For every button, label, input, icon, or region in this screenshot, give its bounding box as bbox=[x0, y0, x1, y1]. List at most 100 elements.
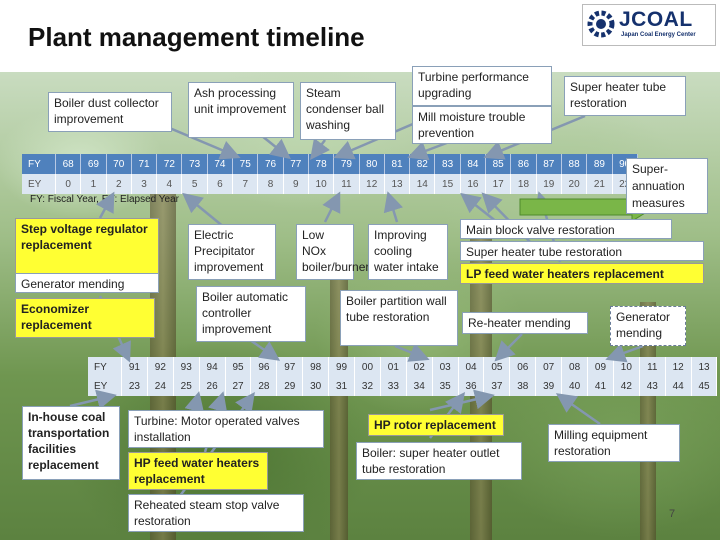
year-cell: 44 bbox=[665, 376, 692, 396]
boiler-dust-collector-box: Boiler dust collector improvement bbox=[48, 92, 172, 132]
year-cell: 5 bbox=[182, 174, 208, 194]
year-cell: 04 bbox=[458, 357, 485, 377]
year-cell: 80 bbox=[359, 154, 385, 174]
year-row-header: EY bbox=[88, 376, 122, 396]
step-voltage-box: Step voltage regulator replacement bbox=[15, 218, 159, 274]
year-cell: 20 bbox=[561, 174, 588, 194]
year-cell: 73 bbox=[182, 154, 208, 174]
year-cell: 6 bbox=[207, 174, 234, 194]
year-cell: 79 bbox=[334, 154, 360, 174]
year-cell: 76 bbox=[258, 154, 284, 174]
year-cell: 92 bbox=[147, 357, 174, 377]
year-cell: 69 bbox=[81, 154, 107, 174]
year-cell: 11 bbox=[334, 174, 360, 194]
inhouse-coal-box: In-house coal transportation facilities … bbox=[22, 406, 120, 480]
ash-processing-box: Ash processing unit improvement bbox=[188, 82, 294, 138]
year-cell: 9 bbox=[283, 174, 309, 194]
reheated-steam-box: Reheated steam stop valve restoration bbox=[128, 494, 304, 532]
hp-rotor-box: HP rotor replacement bbox=[368, 414, 504, 436]
super-heater-top-box: Super heater tube restoration bbox=[564, 76, 686, 116]
super-heater-mid-box: Super heater tube restoration bbox=[460, 241, 704, 261]
year-cell: 28 bbox=[251, 376, 278, 396]
year-cell: 84 bbox=[460, 154, 487, 174]
year-cell: 77 bbox=[283, 154, 309, 174]
year-cell: 82 bbox=[410, 154, 436, 174]
year-cell: 25 bbox=[173, 376, 200, 396]
electric-precipitator-box: Electric Precipitator improvement bbox=[188, 224, 276, 280]
year-cell: 26 bbox=[199, 376, 226, 396]
year-cell: 23 bbox=[122, 376, 148, 396]
year-row-header: EY bbox=[22, 174, 56, 194]
year-cell: 93 bbox=[173, 357, 200, 377]
logo-name: JCOAL bbox=[619, 8, 693, 31]
year-cell: 06 bbox=[510, 357, 537, 377]
steam-condenser-box: Steam condenser ball washing bbox=[300, 82, 396, 140]
year-cell: 8 bbox=[258, 174, 284, 194]
year-cell: 01 bbox=[380, 357, 407, 377]
year-cell: 70 bbox=[106, 154, 132, 174]
year-cell: 40 bbox=[562, 376, 589, 396]
year-cell: 12 bbox=[665, 357, 692, 377]
year-cell: 11 bbox=[639, 357, 666, 377]
year-cell: 2 bbox=[106, 174, 132, 194]
year-cell: 72 bbox=[157, 154, 183, 174]
year-cell: 7 bbox=[233, 174, 259, 194]
year-cell: 78 bbox=[308, 154, 335, 174]
year-cell: 81 bbox=[384, 154, 411, 174]
year-cell: 17 bbox=[486, 174, 512, 194]
boiler-automatic-box: Boiler automatic controller improvement bbox=[196, 286, 306, 342]
year-cell: 97 bbox=[277, 357, 304, 377]
year-cell: 21 bbox=[587, 174, 613, 194]
year-cell: 38 bbox=[510, 376, 537, 396]
year-cell: 13 bbox=[384, 174, 411, 194]
main-block-valve-box: Main block valve restoration bbox=[460, 219, 672, 239]
year-cell: 34 bbox=[406, 376, 433, 396]
year-cell: 75 bbox=[233, 154, 259, 174]
year-cell: 37 bbox=[484, 376, 511, 396]
year-cell: 45 bbox=[691, 376, 718, 396]
boiler-super-outlet-box: Boiler: super heater outlet tube restora… bbox=[356, 442, 522, 480]
year-cell: 89 bbox=[587, 154, 613, 174]
jcoal-logo: JCOAL Japan Coal Energy Center bbox=[582, 4, 716, 46]
year-cell: 27 bbox=[225, 376, 252, 396]
year-row-header: FY bbox=[22, 154, 56, 174]
year-cell: 36 bbox=[458, 376, 485, 396]
year-cell: 16 bbox=[460, 174, 487, 194]
page-title: Plant management timeline bbox=[28, 22, 365, 52]
year-cell: 32 bbox=[355, 376, 381, 396]
lp-feed-water-box: LP feed water heaters replacement bbox=[460, 263, 704, 284]
year-cell: 12 bbox=[359, 174, 385, 194]
year-cell: 0 bbox=[56, 174, 82, 194]
year-cell: 33 bbox=[380, 376, 407, 396]
year-cell: 07 bbox=[536, 357, 563, 377]
year-cell: 30 bbox=[303, 376, 330, 396]
year-cell: 88 bbox=[561, 154, 588, 174]
year-cell: 71 bbox=[131, 154, 158, 174]
year-cell: 41 bbox=[588, 376, 614, 396]
year-cell: 05 bbox=[484, 357, 511, 377]
year-cell: 13 bbox=[691, 357, 718, 377]
year-cell: 83 bbox=[435, 154, 461, 174]
year-cell: 15 bbox=[435, 174, 461, 194]
year-cell: 29 bbox=[277, 376, 304, 396]
logo-subtitle: Japan Coal Energy Center bbox=[621, 32, 696, 38]
year-cell: 08 bbox=[562, 357, 589, 377]
year-cell: 74 bbox=[207, 154, 234, 174]
year-cell: 68 bbox=[56, 154, 82, 174]
year-cell: 85 bbox=[486, 154, 512, 174]
year-cell: 4 bbox=[157, 174, 183, 194]
year-cell: 35 bbox=[432, 376, 459, 396]
year-cell: 3 bbox=[131, 174, 158, 194]
economizer-box: Economizer replacement bbox=[15, 298, 155, 338]
year-cell: 10 bbox=[308, 174, 335, 194]
year-cell: 18 bbox=[511, 174, 537, 194]
year-legend-note: FY: Fiscal Year, EY: Elapsed Year bbox=[30, 194, 179, 205]
milling-equipment-box: Milling equipment restoration bbox=[548, 424, 680, 462]
year-cell: 91 bbox=[122, 357, 148, 377]
superannuation-box: Super-annuation measures bbox=[626, 158, 708, 214]
year-cell: 03 bbox=[432, 357, 459, 377]
generator-mending-left-box: Generator mending bbox=[15, 273, 159, 293]
year-cell: 19 bbox=[536, 174, 562, 194]
year-cell: 00 bbox=[355, 357, 381, 377]
